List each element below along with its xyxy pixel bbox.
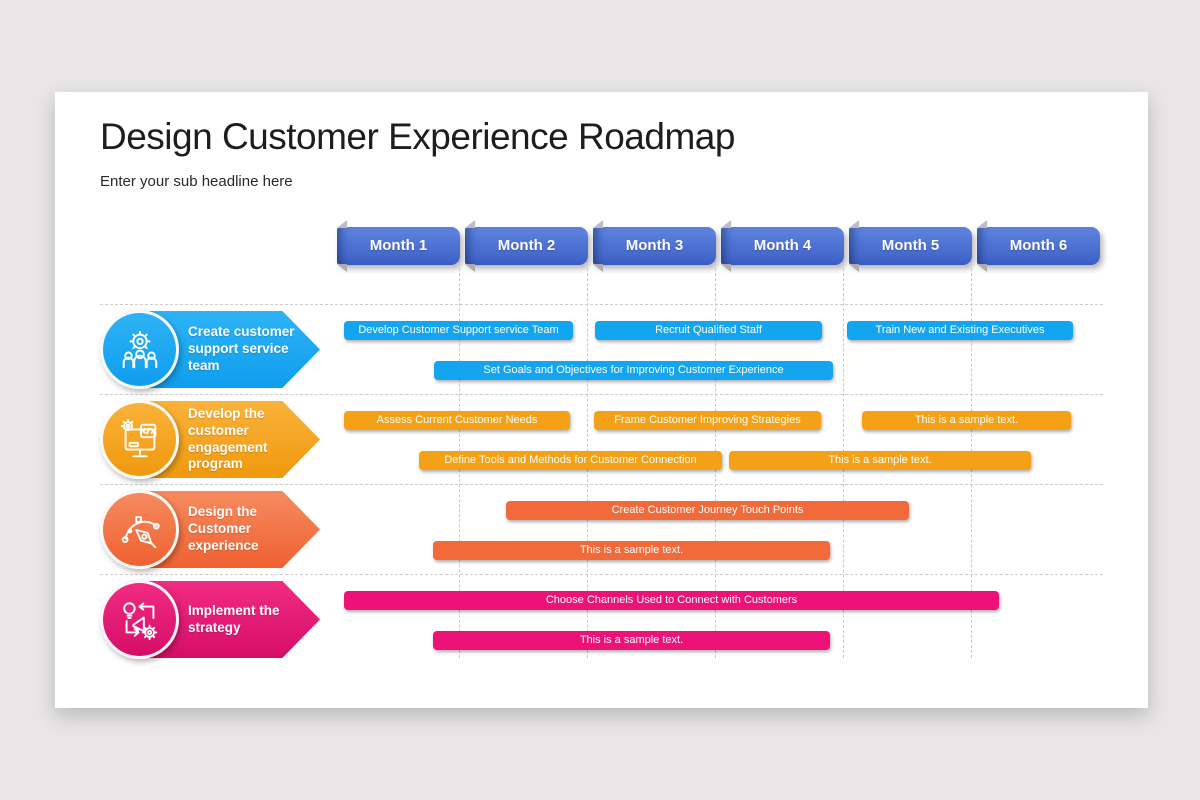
row-pill-label: Create customer support service team (188, 324, 295, 373)
bar-row4-1: Choose Channels Used to Connect with Cus… (344, 591, 999, 610)
bar-row1-3: Train New and Existing Executives (847, 321, 1073, 340)
row-icon-circle (100, 490, 179, 569)
bar-row2-1: Assess Current Customer Needs (344, 411, 570, 430)
month-banner-label: Month 2 (497, 237, 556, 254)
bar-row1-4: Set Goals and Objectives for Improving C… (434, 361, 833, 380)
month-banner-1: Month 1 (337, 227, 460, 265)
row-pill-engagement-program: Develop the customer engagement program (100, 400, 320, 479)
grid-hline (100, 574, 1103, 575)
bar-row2-2: Frame Customer Improving Strategies (594, 411, 821, 430)
bar-row2-4: Define Tools and Methods for Customer Co… (419, 451, 722, 470)
row-icon-circle (100, 310, 179, 389)
bar-row1-1: Develop Customer Support service Team (344, 321, 573, 340)
bar-row2-3: This is a sample text. (862, 411, 1071, 430)
implement-icon (122, 601, 157, 640)
month-banner-label: Month 6 (1009, 237, 1068, 254)
month-banner-5: Month 5 (849, 227, 972, 265)
grid-hline (100, 394, 1103, 395)
row-pill-support-team: Create customer support service team (100, 310, 320, 389)
dev-monitor-icon (120, 418, 156, 457)
row-icon-circle (100, 400, 179, 479)
page-subtitle: Enter your sub headline here (100, 173, 293, 190)
month-banner-3: Month 3 (593, 227, 716, 265)
page-title: Design Customer Experience Roadmap (100, 116, 735, 157)
month-banner-4: Month 4 (721, 227, 844, 265)
month-banner-label: Month 1 (369, 237, 428, 254)
row-pill-label: Design the Customer experience (188, 504, 259, 553)
row-pill-label: Implement the strategy (188, 602, 280, 635)
grid-hline (100, 484, 1103, 485)
bar-row1-2: Recruit Qualified Staff (595, 321, 822, 340)
month-banner-2: Month 2 (465, 227, 588, 265)
bar-row3-2: This is a sample text. (433, 541, 830, 560)
row-pill-label: Develop the customer engagement program (188, 405, 268, 472)
slide-canvas: Design Customer Experience Roadmap Enter… (55, 92, 1148, 708)
row-pill-design-experience: Design the Customer experience (100, 490, 320, 569)
month-banner-label: Month 5 (881, 237, 940, 254)
grid-hline (100, 304, 1103, 305)
month-banner-label: Month 4 (753, 237, 812, 254)
month-banner-label: Month 3 (625, 237, 684, 254)
bar-row4-2: This is a sample text. (433, 631, 830, 650)
bar-row2-5: This is a sample text. (729, 451, 1031, 470)
row-pill-implement-strategy: Implement the strategy (100, 580, 320, 659)
month-banner-6: Month 6 (977, 227, 1100, 265)
pen-tool-icon (121, 515, 160, 548)
bar-row3-1: Create Customer Journey Touch Points (506, 501, 909, 520)
team-gear-icon (122, 330, 157, 368)
row-icon-circle (100, 580, 179, 659)
